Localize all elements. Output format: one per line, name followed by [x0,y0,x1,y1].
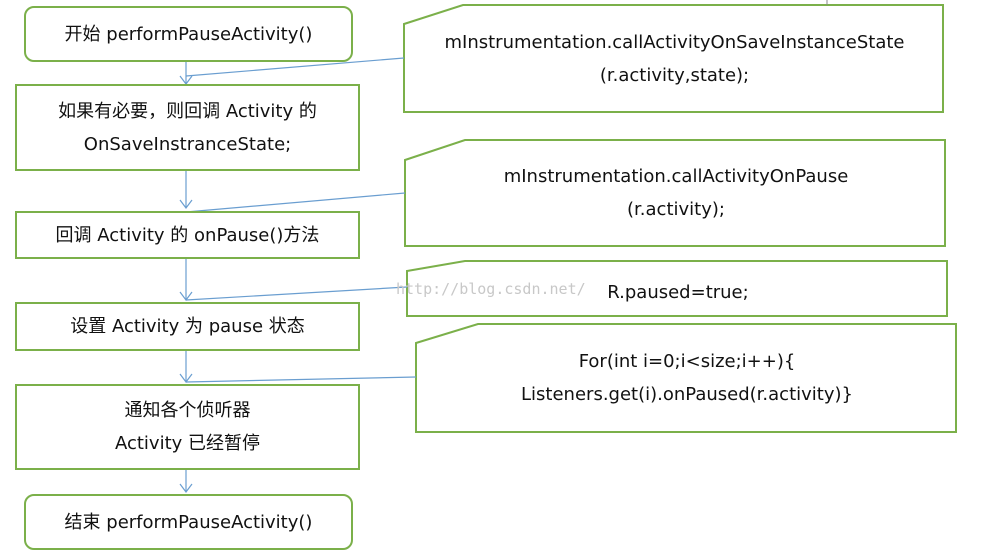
on-pause-label: 回调 Activity 的 onPause()方法 [55,224,320,246]
note-paused-true: R.paused=true; [409,268,947,316]
end-label: 结束 performPauseActivity() [64,511,313,533]
arrow-head-4 [179,373,193,383]
note1-line-2: (r.activity,state); [599,64,750,86]
pointer-line-1 [185,57,405,77]
note-call-on-pause: mInstrumentation.callActivityOnPause (r.… [407,140,945,246]
note-shape-2 [404,139,946,247]
arrow-head-3 [179,291,193,301]
save-state-step: 如果有必要，则回调 Activity 的 OnSaveInstranceStat… [15,84,360,171]
note-save-instance-state: mInstrumentation.callActivityOnSaveInsta… [406,5,943,112]
note-listeners-loop: For(int i=0;i<size;i++){ Listeners.get(i… [418,324,956,432]
note2-line-2: (r.activity); [627,199,725,220]
notify-line-1: 通知各个侦听器 [124,400,251,421]
start-label: 开始 performPauseActivity() [64,23,313,45]
notify-line-2: Activity 已经暂停 [114,433,261,454]
end-node: 结束 performPauseActivity() [24,494,353,550]
note1-line-1: mInstrumentation.callActivityOnSaveInsta… [444,31,905,53]
start-node: 开始 performPauseActivity() [24,6,353,62]
note4-line-2: Listeners.get(i).onPaused(r.activity)} [521,384,853,405]
note2-line-1: mInstrumentation.callActivityOnPause [503,166,849,187]
on-pause-step: 回调 Activity 的 onPause()方法 [15,211,360,259]
save-state-line-2: OnSaveInstranceState; [83,133,292,155]
set-paused-step: 设置 Activity 为 pause 状态 [15,302,360,351]
notify-listeners-step: 通知各个侦听器 Activity 已经暂停 [15,384,360,470]
arrow-head-2 [179,199,193,209]
watermark: http://blog.csdn.net/ [396,280,586,298]
note3-line-1: R.paused=true; [607,281,749,303]
note-shape-3 [406,260,948,317]
set-paused-label: 设置 Activity 为 pause 状态 [70,316,305,337]
arrow-head-5 [179,483,193,493]
pointer-line-3 [185,286,408,301]
save-state-line-1: 如果有必要，则回调 Activity 的 [58,100,317,122]
note-shape-1 [403,4,944,113]
note4-line-1: For(int i=0;i<size;i++){ [578,351,796,372]
pointer-line-4 [185,376,417,383]
pointer-line-2 [185,192,406,213]
note-shape-4 [415,323,957,433]
